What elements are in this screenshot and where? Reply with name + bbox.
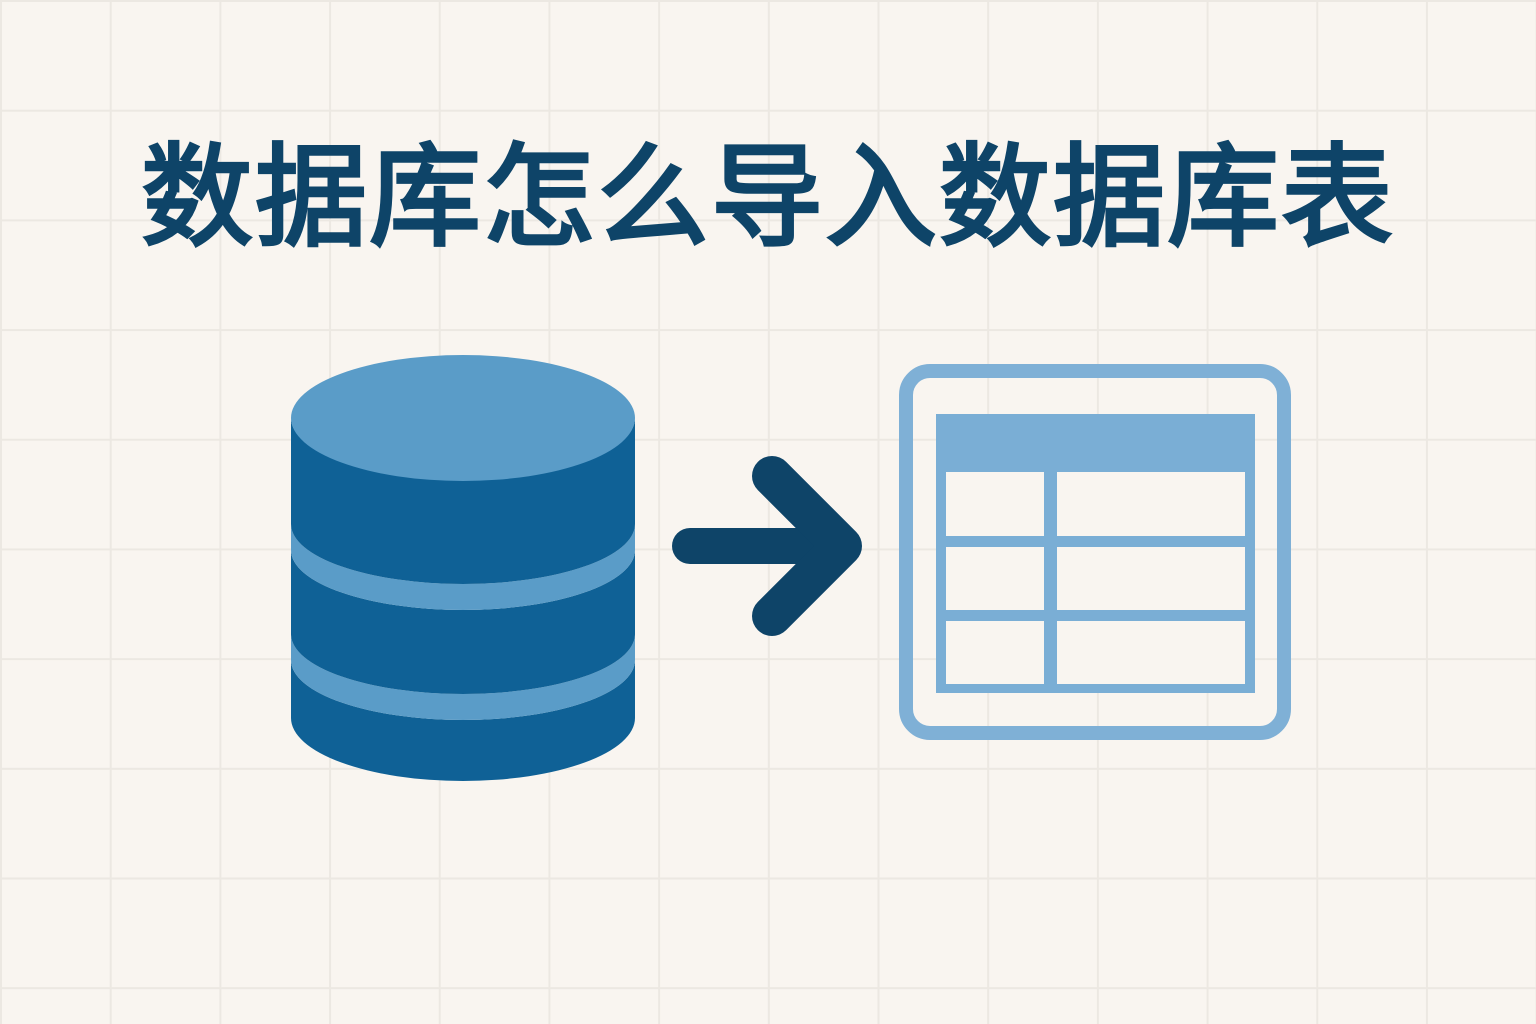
- database-top-segment: [291, 418, 635, 584]
- database-middle-segment: [291, 550, 635, 694]
- table-cell: [946, 472, 1044, 536]
- database-lower-band: [291, 634, 635, 720]
- table-cell: [946, 621, 1044, 684]
- database-upper-band: [291, 524, 635, 610]
- table-icon: [899, 364, 1291, 740]
- database-top-cap: [291, 355, 635, 481]
- database-icon: [291, 355, 635, 781]
- arrow-head: [752, 456, 862, 636]
- arrow-right-icon: [672, 456, 862, 636]
- table-cell: [1057, 472, 1245, 536]
- table-cell: [1057, 621, 1245, 684]
- table-cell: [1057, 547, 1245, 610]
- table-frame: [899, 364, 1291, 740]
- page-title: 数据库怎么导入数据库表: [141, 133, 1395, 263]
- table-cell: [946, 547, 1044, 610]
- database-bottom-segment: [291, 660, 635, 781]
- table-header: [936, 414, 1255, 470]
